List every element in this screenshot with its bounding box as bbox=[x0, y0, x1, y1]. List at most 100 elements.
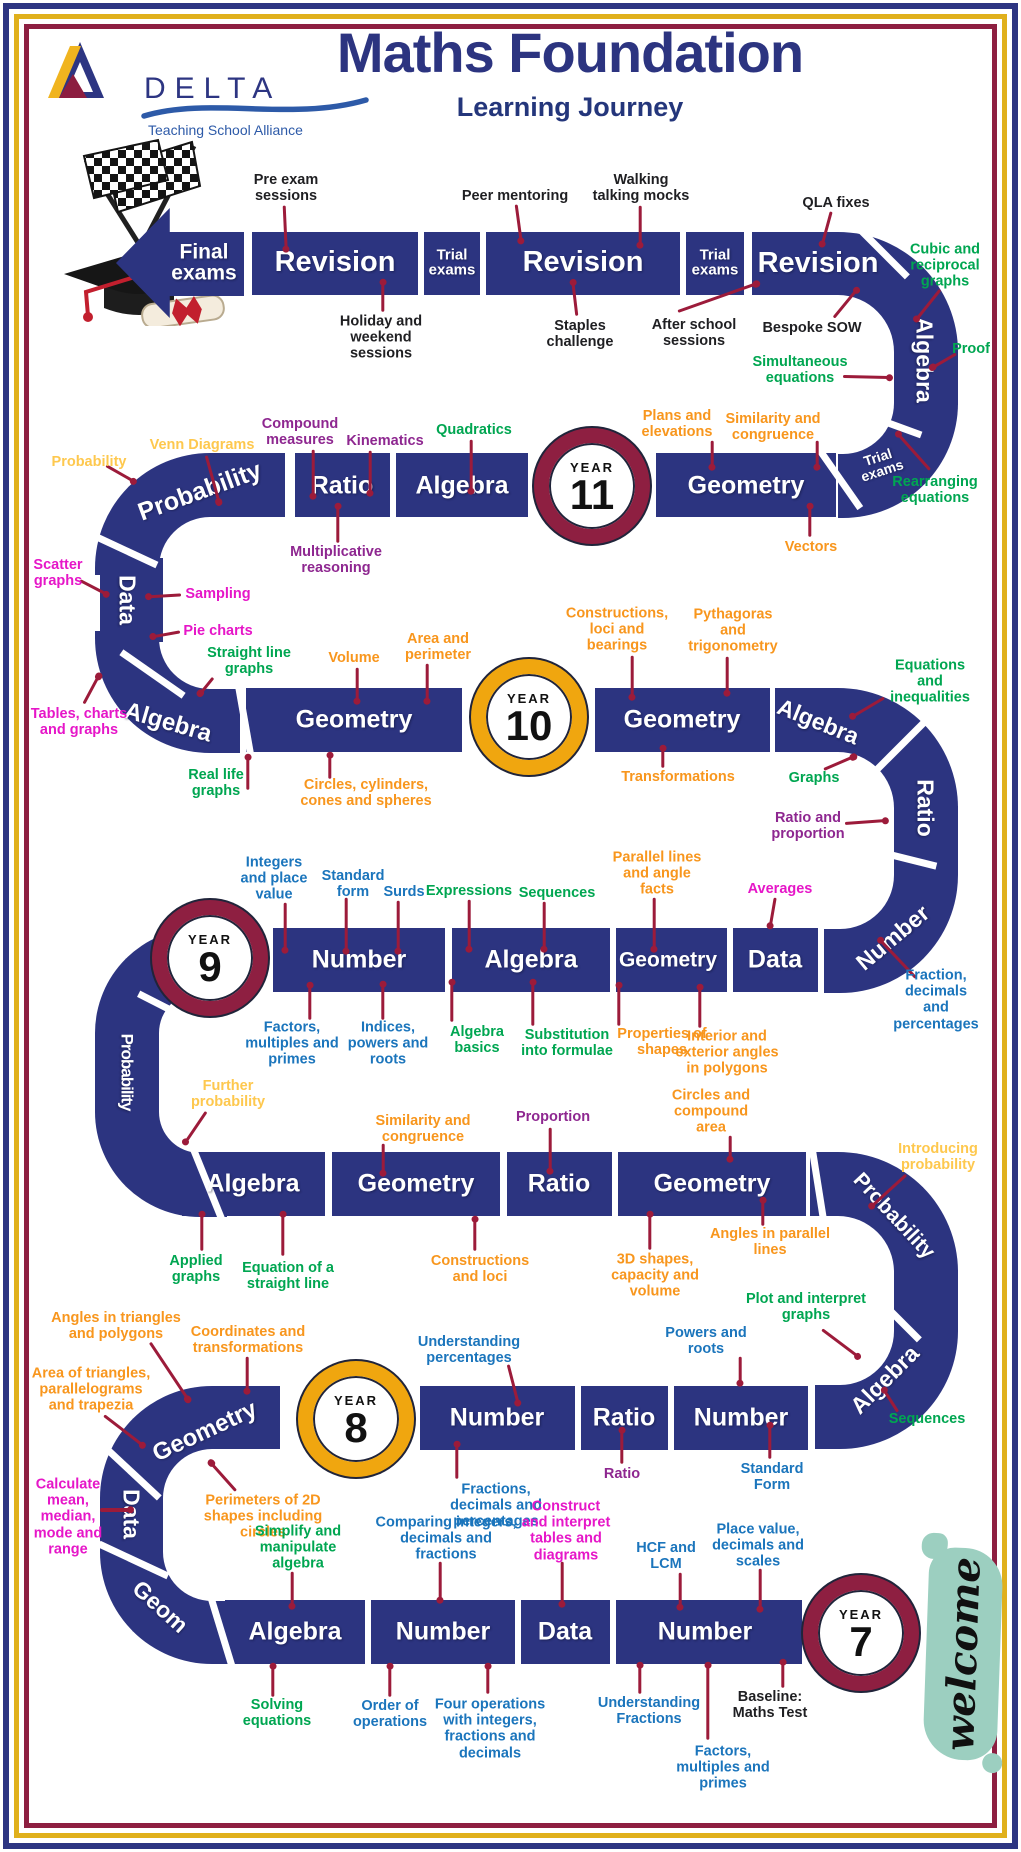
path-band bbox=[616, 928, 727, 992]
connector-line bbox=[652, 897, 656, 950]
page-subtitle: Learning Journey bbox=[456, 92, 684, 122]
connector-line bbox=[455, 1443, 459, 1479]
topic-label: Real life graphs bbox=[188, 766, 244, 799]
topic-label: Tables, charts and graphs bbox=[30, 705, 128, 738]
connector-line bbox=[281, 1213, 285, 1256]
topic-label: Averages bbox=[747, 880, 813, 897]
connector-line bbox=[560, 1561, 564, 1605]
path-band bbox=[686, 232, 744, 295]
connector-line bbox=[738, 1356, 742, 1384]
path-band bbox=[507, 1152, 612, 1216]
topic-label: Understanding Fractions bbox=[597, 1694, 701, 1727]
topic-label: Compound measures bbox=[261, 415, 339, 448]
path-segment-geometry: Geometry bbox=[687, 471, 805, 500]
connector-line bbox=[438, 1561, 442, 1601]
connector-line bbox=[308, 984, 312, 1020]
topic-label: 3D shapes, capacity and volume bbox=[611, 1251, 699, 1301]
connector-line bbox=[368, 450, 372, 494]
topic-label: Factors, multiples and primes bbox=[676, 1743, 770, 1793]
topic-label: Vectors bbox=[784, 538, 838, 555]
topic-label: Holiday and weekend sessions bbox=[339, 313, 423, 363]
topic-label: Construct and interpret tables and diagr… bbox=[521, 1498, 611, 1564]
connector-line bbox=[450, 981, 454, 1022]
path-segment-final-exams: Final exams bbox=[171, 240, 237, 285]
topic-label: Interior and exterior angles in polygons bbox=[675, 1028, 779, 1078]
path-segment-data: Data bbox=[537, 1617, 593, 1646]
connector-line bbox=[147, 593, 182, 599]
connector-line bbox=[245, 1356, 249, 1392]
topic-label: Pythagoras and trigonometry bbox=[688, 606, 778, 656]
topic-label: Multiplicative reasoning bbox=[290, 543, 382, 576]
connector-line bbox=[396, 900, 400, 952]
topic-label: Pre exam sessions bbox=[253, 171, 319, 204]
connector-line bbox=[648, 1213, 652, 1250]
topic-label: Probability bbox=[51, 453, 127, 470]
badge-year-text: YEAR bbox=[333, 1392, 379, 1408]
topic-label: Simplify and manipulate algebra bbox=[254, 1523, 342, 1573]
path-segment-number: Number bbox=[693, 1403, 789, 1432]
topic-label: Kinematics bbox=[346, 432, 424, 449]
connector-line bbox=[725, 656, 729, 694]
path-band bbox=[616, 1600, 802, 1664]
connector-line bbox=[620, 1429, 624, 1464]
path-band bbox=[733, 928, 818, 992]
topic-label: Circles and compound area bbox=[671, 1087, 751, 1137]
path-segment-geometry: Geometry bbox=[618, 948, 718, 972]
connector-line bbox=[768, 1424, 772, 1459]
connector-line bbox=[467, 899, 471, 950]
connector-line bbox=[469, 439, 473, 492]
connector-line bbox=[781, 1661, 785, 1688]
topic-label: Surds bbox=[383, 883, 425, 900]
path-segment-number: Number bbox=[311, 945, 407, 974]
path-segment-revision: Revision bbox=[757, 247, 879, 280]
path-band bbox=[332, 1152, 500, 1216]
path-segment-algebra: Algebra bbox=[911, 317, 938, 403]
connector-line bbox=[344, 897, 348, 952]
path-band bbox=[225, 1600, 365, 1664]
path-band bbox=[396, 453, 528, 517]
connector-line bbox=[638, 1664, 642, 1694]
topic-label: Angles in triangles and polygons bbox=[51, 1309, 181, 1342]
topic-label: QLA fixes bbox=[802, 194, 870, 211]
connector-line bbox=[336, 505, 340, 543]
connector-line bbox=[486, 1665, 490, 1694]
topic-label: Factors, multiples and primes bbox=[245, 1019, 339, 1069]
connector-line bbox=[100, 1508, 131, 1512]
badge-number: 11 bbox=[569, 470, 615, 518]
topic-label: Integers and place value bbox=[240, 854, 308, 904]
path-band bbox=[424, 232, 480, 295]
connector-line bbox=[728, 1135, 732, 1160]
path-band bbox=[273, 928, 445, 992]
topic-label: Simultaneous equations bbox=[752, 353, 848, 386]
badge-number: 9 bbox=[198, 942, 222, 990]
logo-tagline: Teaching School Alliance bbox=[148, 122, 303, 138]
connector-line bbox=[842, 375, 891, 380]
connector-line bbox=[844, 819, 887, 826]
path-segment-ratio: Ratio bbox=[310, 471, 374, 500]
topic-label: Sequences bbox=[888, 1410, 966, 1427]
topic-label: Introducing probability bbox=[898, 1140, 978, 1173]
topic-label: Solving equations bbox=[242, 1696, 312, 1729]
connector-line bbox=[200, 1213, 204, 1251]
connector-line bbox=[311, 449, 315, 497]
path-segment-data: Data bbox=[114, 575, 141, 625]
topic-label: Algebra basics bbox=[450, 1023, 504, 1056]
connector-line bbox=[82, 675, 101, 705]
connector-line bbox=[473, 1218, 477, 1251]
topic-label: Venn Diagrams bbox=[149, 436, 255, 453]
path-band bbox=[595, 688, 770, 752]
delta-triangle-icon bbox=[48, 42, 104, 98]
topic-label: Baseline: Maths Test bbox=[732, 1688, 808, 1721]
path-segment-revision: Revision bbox=[274, 246, 396, 279]
connector-line bbox=[617, 984, 621, 1026]
connector-line bbox=[698, 986, 702, 1028]
connector-line bbox=[630, 655, 634, 698]
path-segment-number: Number bbox=[449, 1403, 545, 1432]
topic-label: Indices, powers and roots bbox=[347, 1019, 429, 1069]
connector-line bbox=[710, 440, 714, 468]
topic-label: Equation of a straight line bbox=[242, 1259, 334, 1292]
topic-label: Understanding percentages bbox=[417, 1333, 521, 1366]
